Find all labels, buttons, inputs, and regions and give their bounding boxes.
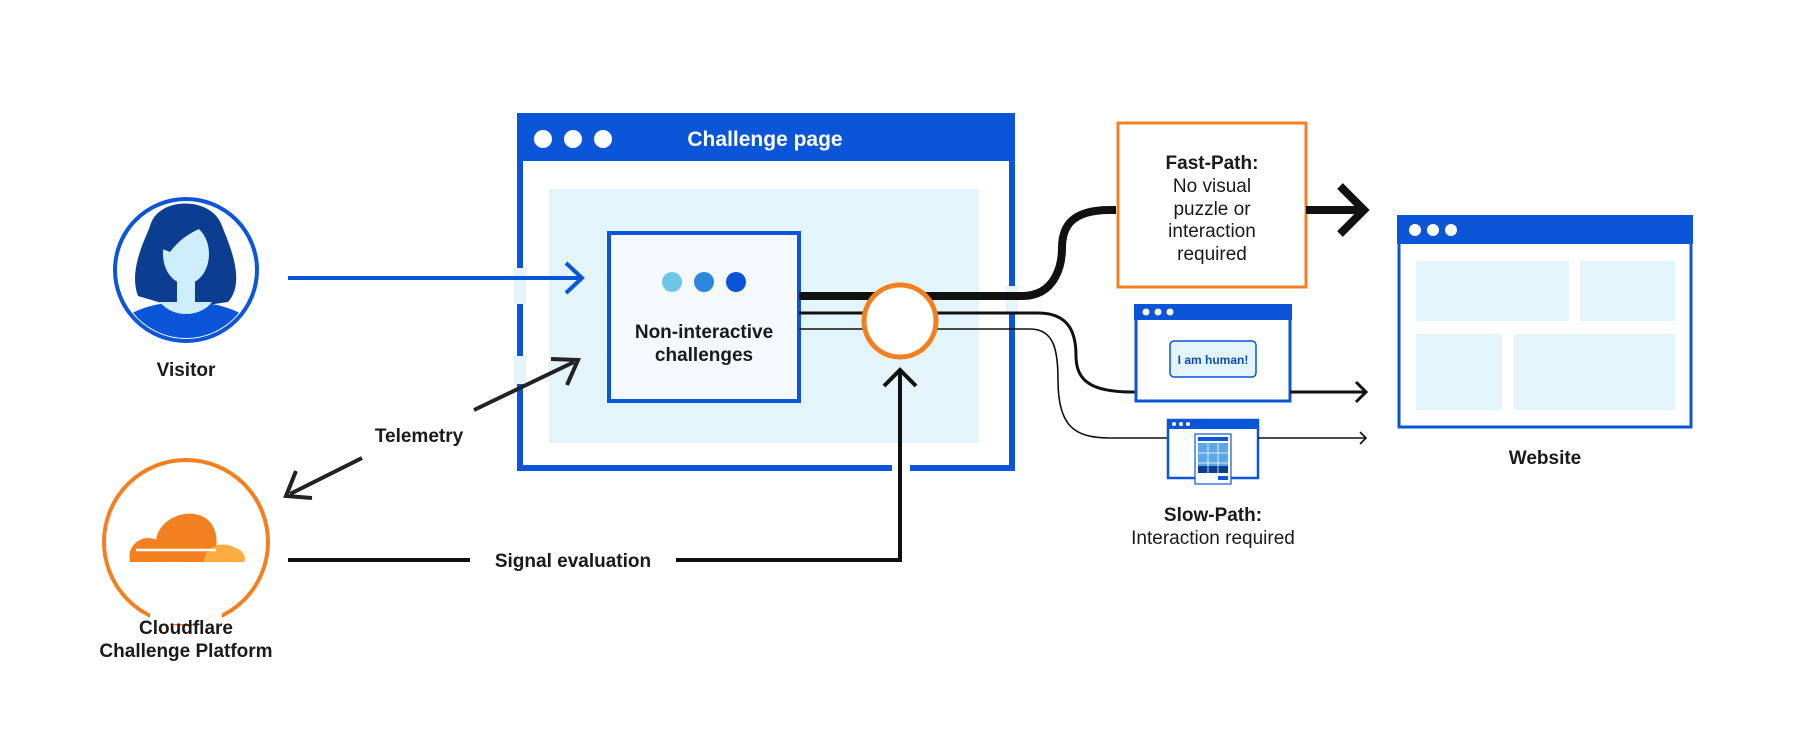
slow-path-line-button <box>799 311 1136 394</box>
website-label: Website <box>1509 448 1582 469</box>
visual-puzzle-icon <box>1194 433 1232 485</box>
non-interactive-challenges-box: Non-interactive challenges <box>607 231 801 403</box>
telemetry-label: Telemetry <box>375 426 464 447</box>
website-window: Website <box>1397 215 1693 469</box>
platform-label-line-1: Cloudflare <box>139 618 233 639</box>
fast-path-line-3: interaction <box>1168 221 1256 242</box>
human-check-window: I am human! <box>1134 304 1292 403</box>
slow-path-text: Interaction required <box>1131 528 1295 549</box>
platform-label-line-2: Challenge Platform <box>99 641 272 662</box>
telemetry-arrow-to-challenge <box>473 357 582 412</box>
slow-path-line-puzzle <box>799 328 1168 439</box>
i-am-human-label: I am human! <box>1178 353 1249 367</box>
website-content-block <box>1514 334 1675 410</box>
fast-path-box: Fast-Path: No visual puzzle or interacti… <box>1116 121 1308 289</box>
website-content-block <box>1416 334 1502 410</box>
loading-dot-icon <box>662 272 682 292</box>
window-dot-icon <box>534 130 552 148</box>
signal-evaluation-arrow <box>288 367 918 562</box>
fast-path-title: Fast-Path: <box>1166 153 1259 174</box>
website-titlebar <box>1397 215 1693 244</box>
window-dot-icon <box>594 130 612 148</box>
fast-path-arrow <box>1306 183 1370 237</box>
visitor-request-arrow <box>288 261 585 295</box>
fast-path-line <box>799 206 1116 300</box>
window-dot-icon <box>564 130 582 148</box>
decision-node <box>861 282 939 360</box>
fast-path-line-2: puzzle or <box>1173 199 1251 220</box>
visitor-avatar: Visitor <box>113 197 259 381</box>
slow-path-button-arrow <box>1290 380 1369 404</box>
website-content-block <box>1580 261 1675 321</box>
signal-evaluation-label: Signal evaluation <box>495 551 651 572</box>
i-am-human-button[interactable] <box>1169 340 1257 378</box>
telemetry-arrow-to-platform <box>283 456 363 500</box>
loading-dot-icon <box>694 272 714 292</box>
window-dot-icon <box>1445 224 1457 236</box>
visual-puzzle-window <box>1166 418 1260 485</box>
website-content-block <box>1416 261 1569 321</box>
challenge-box-line-1: Non-interactive <box>635 322 773 343</box>
visitor-label: Visitor <box>157 360 216 381</box>
challenge-page-title: Challenge page <box>687 128 842 151</box>
slow-path-puzzle-arrow <box>1258 431 1368 445</box>
loading-dot-icon <box>726 272 746 292</box>
cloudflare-cloud-icon <box>129 513 246 562</box>
window-dot-icon <box>1427 224 1439 236</box>
fast-path-line-4: required <box>1177 244 1247 265</box>
challenge-box-line-2: challenges <box>655 345 753 366</box>
slow-path-title: Slow-Path: <box>1164 505 1262 526</box>
fast-path-line-1: No visual <box>1173 176 1251 197</box>
window-dot-icon <box>1409 224 1421 236</box>
cloudflare-platform: Cloudflare Challenge Platform <box>99 458 273 662</box>
